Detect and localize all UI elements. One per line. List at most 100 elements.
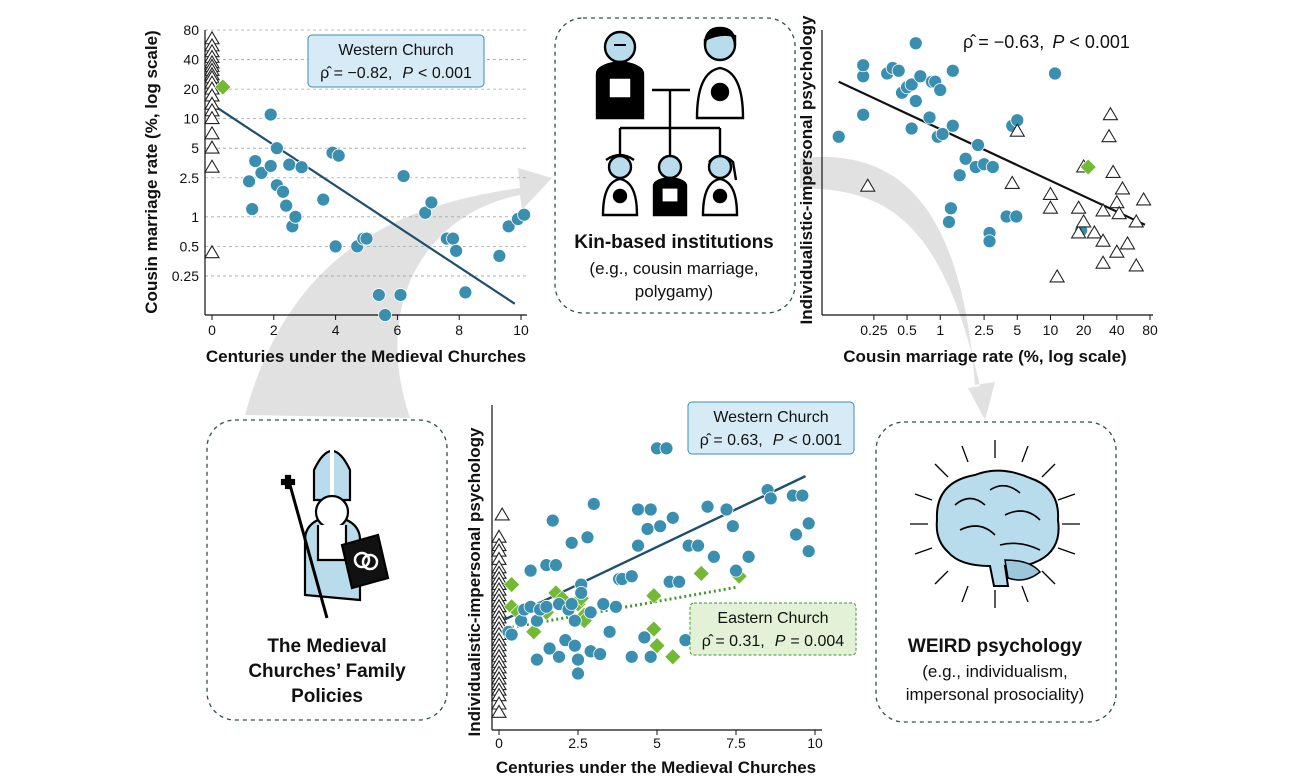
top-right-x-tick: 80: [1142, 322, 1158, 338]
bottom-eastern-annotation-stat-line: ρ̂ = 0.31,P= 0.004: [702, 633, 845, 650]
top-right-circle-point: [891, 63, 906, 78]
bottom-western-annotation-label: Western Church: [713, 409, 828, 426]
bottom-circle-point: [640, 522, 655, 536]
bottom-circle-point: [567, 638, 582, 653]
top-right-triangle-point: [1108, 194, 1125, 209]
top-right-annotation-stat: ρ̂ = −0.63,: [963, 32, 1044, 52]
bottom-circle-point: [583, 605, 598, 620]
bottom-circle-point: [567, 613, 582, 628]
weird-box-sub-2: impersonal prosociality): [906, 685, 1085, 704]
top-left-western-annotation: Western Church ρ̂ = −0.82,P< 0.001: [307, 34, 485, 88]
top-right-circle-point: [913, 69, 928, 84]
top-right-circle-point: [944, 201, 958, 216]
bottom-diamond-point: [664, 648, 682, 666]
bottom-circle-point: [643, 502, 658, 517]
top-left-y-tick: 10: [183, 111, 199, 127]
top-right-circle-point: [904, 121, 919, 136]
top-right-circle-point: [908, 36, 923, 51]
bottom-circle-point: [678, 633, 693, 648]
top-left-annotation-label: Western Church: [338, 42, 453, 59]
bottom-diamond-point: [648, 637, 666, 655]
top-right-triangle-point: [1102, 106, 1119, 121]
top-left-x-tick: 2: [270, 322, 278, 338]
bottom-x-tick: 7.5: [726, 735, 746, 751]
top-right-circle-point: [856, 58, 871, 73]
top-right-annotation-p-label: P: [1052, 32, 1064, 52]
top-left-y-axis-title: Cousin marriage rate (%, log scale): [142, 30, 161, 313]
bottom-circle-point: [741, 549, 756, 564]
top-left-annotation-p-text: < 0.001: [418, 65, 472, 82]
top-right-triangle-point: [1049, 268, 1066, 283]
bottom-circle-point: [659, 441, 674, 456]
top-right-triangle-point: [1009, 123, 1026, 137]
top-right-triangle-point: [1095, 202, 1112, 217]
bottom-circle-point: [574, 586, 589, 600]
top-left-y-tick: 80: [183, 22, 199, 38]
top-left-triangle-point: [204, 140, 220, 154]
bottom-x-axis-title: Centuries under the Medieval Churches: [496, 758, 816, 777]
bottom-circle-point: [706, 549, 721, 564]
top-right-y-axis-title: Individualistic-impersonal psychology: [797, 15, 816, 324]
bottom-x-tick: 10: [807, 735, 823, 751]
top-right-annotation-p-text: < 0.001: [1069, 32, 1130, 52]
bottom-eastern-annotation-p-label: P: [775, 633, 786, 650]
top-left-circle-point: [263, 107, 278, 122]
bottom-circle-point: [700, 499, 715, 514]
top-right-circle-point: [856, 107, 871, 122]
bottom-circle-point: [631, 502, 645, 517]
top-left-circle-point: [269, 141, 284, 156]
top-left-circle-point: [316, 192, 331, 207]
bottom-circle-point: [672, 574, 687, 589]
bottom-circle-point: [691, 538, 705, 553]
top-left-circle-point: [282, 157, 297, 172]
top-left-circle-point: [279, 198, 294, 213]
top-left-circle-point: [458, 285, 473, 300]
top-left-circle-point: [378, 308, 392, 322]
top-right-circle-point: [831, 129, 846, 144]
bottom-western-annotation-stat: ρ̂ = 0.63,: [700, 432, 763, 449]
bottom-circle-point: [637, 630, 652, 645]
top-left-circle-point: [328, 239, 343, 254]
top-right-x-tick: 2.5: [974, 322, 994, 338]
bottom-diamond-point: [692, 565, 710, 582]
top-left-y-tick: 20: [183, 81, 199, 97]
top-right-regression-line: [838, 80, 1146, 226]
bottom-circle-point: [624, 649, 639, 664]
top-right-triangle-point: [1095, 233, 1112, 247]
top-right-triangle-point: [1095, 255, 1112, 269]
bottom-circle-point: [539, 599, 554, 614]
top-left-y-tick: 40: [183, 52, 199, 68]
top-left-x-tick: 6: [394, 322, 402, 338]
bottom-circle-point: [729, 563, 743, 578]
top-right-annotation-stat-line: ρ̂ = −0.63, P< 0.001: [963, 32, 1130, 52]
top-left-x-axis-title: Centuries under the Medieval Churches: [206, 347, 526, 366]
top-left-y-tick: 2.5: [180, 170, 200, 186]
bishop-with-crozier-icon: [280, 445, 390, 619]
top-right-x-tick: 0.25: [860, 322, 887, 338]
top-right-circle-point: [945, 63, 960, 78]
top-left-y-tick: 1: [191, 209, 199, 225]
top-right-x-tick: 0.5: [897, 322, 917, 338]
top-right-x-tick: 40: [1109, 322, 1125, 338]
bottom-circle-point: [545, 513, 560, 528]
top-left-circle-point: [501, 219, 516, 234]
top-right-triangle-point: [1135, 191, 1152, 206]
top-right-circle-point: [1048, 66, 1062, 81]
top-right-triangle-point: [1042, 200, 1059, 214]
top-right-triangle-point: [1101, 128, 1117, 143]
top-right-triangle-point: [1128, 257, 1145, 272]
bottom-diamond-point: [525, 623, 543, 641]
top-right-circle-point: [952, 168, 967, 183]
top-right-circle-point: [904, 77, 919, 92]
bottom-circle-point: [763, 491, 778, 506]
top-left-circle-point: [371, 288, 386, 302]
bottom-western-annotation: Western Church ρ̂ = 0.63,P< 0.001: [687, 401, 855, 455]
top-right-circle-point: [942, 215, 956, 229]
top-right-triangle-point: [1108, 244, 1125, 258]
top-left-circle-point: [245, 202, 260, 216]
bottom-circle-point: [624, 569, 639, 584]
family-tree-icon: [595, 26, 745, 217]
top-left-circle-point: [288, 209, 303, 224]
